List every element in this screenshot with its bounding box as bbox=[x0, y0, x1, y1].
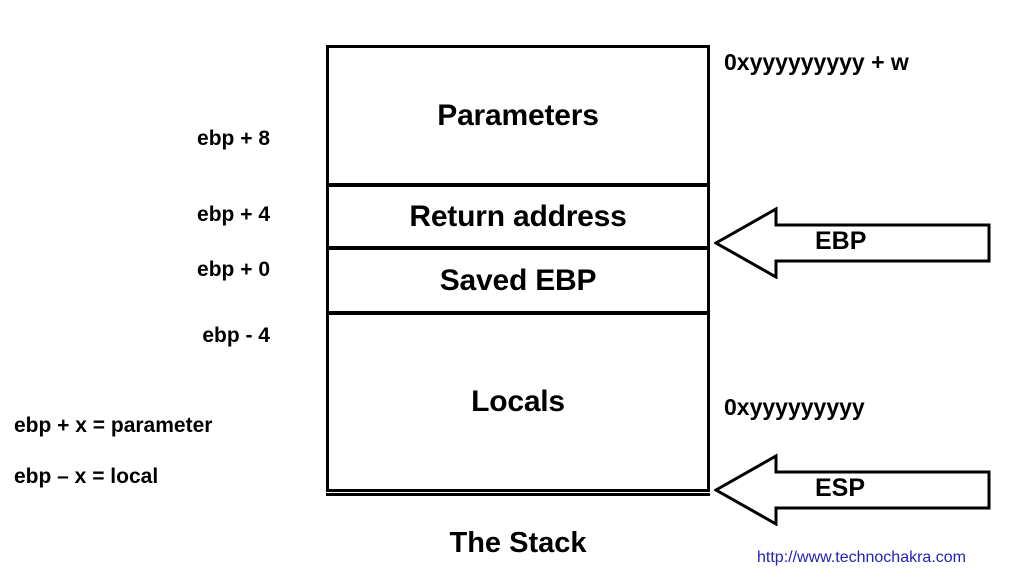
stack-bottom-rule bbox=[326, 493, 710, 496]
offset-label-ebp-plus-8: ebp + 8 bbox=[197, 127, 270, 150]
stack-slot-parameters: Parameters bbox=[329, 48, 707, 183]
stack-frame-box: Parameters Return address Saved EBP Loca… bbox=[326, 45, 710, 492]
left-arrow-icon bbox=[714, 453, 991, 526]
esp-pointer-arrow: ESP bbox=[714, 448, 991, 526]
ebp-pointer-arrow-label: EBP bbox=[815, 227, 867, 255]
diagram-title: The Stack bbox=[449, 527, 587, 559]
esp-pointer-arrow-label: ESP bbox=[815, 474, 866, 502]
address-label-high: 0xyyyyyyyyy + w bbox=[724, 49, 909, 75]
offset-label-ebp-plus-0: ebp + 0 bbox=[197, 258, 270, 281]
stack-slot-locals-label: Locals bbox=[471, 385, 565, 418]
stack-slot-locals: Locals bbox=[329, 311, 707, 489]
ebp-pointer-arrow: EBP bbox=[714, 201, 991, 279]
address-label-low: 0xyyyyyyyyy bbox=[724, 394, 865, 420]
watermark-url: http://www.technochakra.com bbox=[757, 549, 966, 566]
offset-label-ebp-plus-4: ebp + 4 bbox=[197, 203, 270, 226]
stack-slot-saved-ebp: Saved EBP bbox=[329, 246, 707, 311]
stack-slot-parameters-label: Parameters bbox=[437, 98, 599, 132]
left-arrow-icon bbox=[714, 206, 991, 279]
stack-slot-saved-ebp-label: Saved EBP bbox=[439, 263, 597, 297]
stack-slot-return-address-label: Return address bbox=[409, 199, 627, 233]
formula-parameter: ebp + x = parameter bbox=[14, 414, 213, 437]
formula-local: ebp – x = local bbox=[14, 465, 159, 488]
offset-label-ebp-minus-4: ebp - 4 bbox=[202, 324, 270, 347]
stack-slot-return-address: Return address bbox=[329, 183, 707, 246]
